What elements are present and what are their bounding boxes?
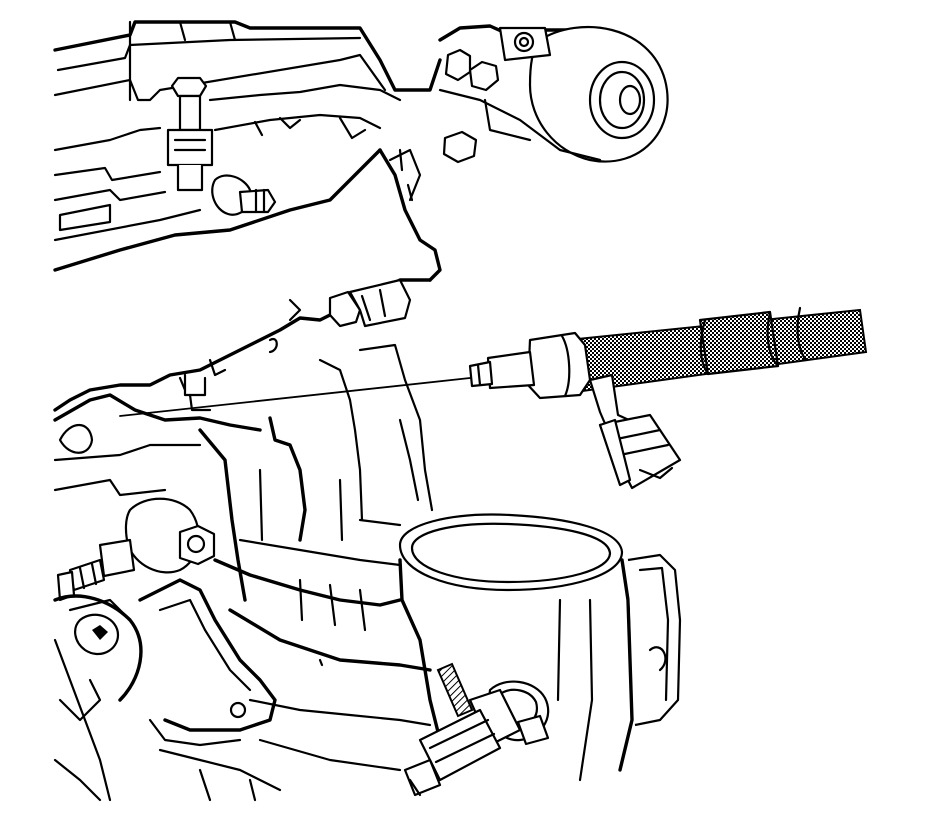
- pump-pulley: [438, 24, 669, 164]
- injector-bolt-upper: [166, 76, 277, 216]
- lower-connector: [403, 662, 550, 797]
- engine-block-mid: [53, 343, 434, 602]
- valve-cover: [53, 20, 442, 272]
- throttle-body: [398, 513, 682, 782]
- mount-bracket: [53, 578, 282, 802]
- injector-lower: [56, 497, 216, 602]
- lower-manifold: [213, 538, 432, 772]
- intake-runner-upper: [53, 148, 442, 412]
- callout-leader: [119, 377, 471, 417]
- sensor-tool: [468, 306, 868, 490]
